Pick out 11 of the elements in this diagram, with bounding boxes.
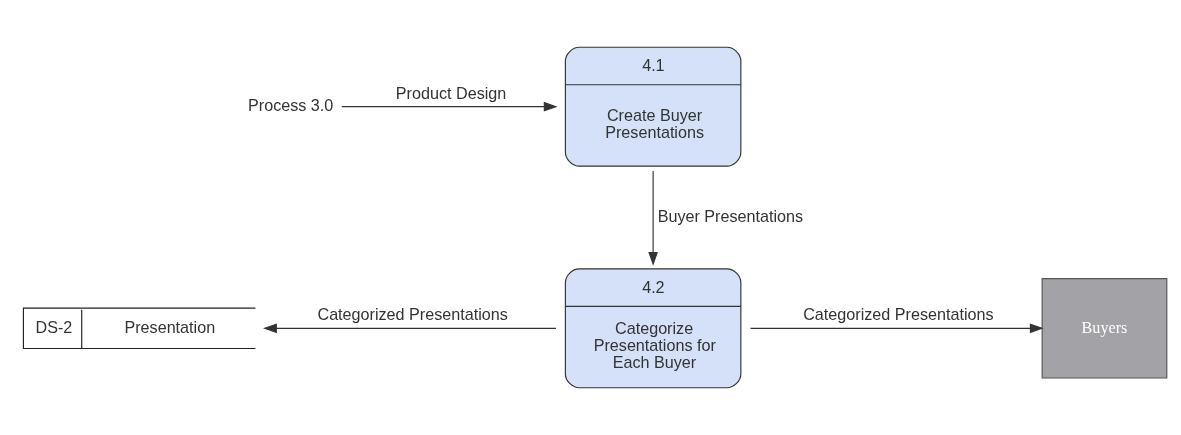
edge-label: Categorized Presentations [803,305,994,324]
edge-label: Product Design [395,83,507,102]
node-text: DS-2 Presentation [35,318,216,337]
edge-label: Categorized Presentations [317,305,508,324]
arrow [263,323,557,334]
node-box: Buyers [1041,278,1168,379]
arrow [341,101,558,112]
node-text: Process 3.0 [248,95,334,114]
arrow [648,170,658,266]
arrow [749,323,1044,334]
edge-label: Buyer Presentations [657,206,804,225]
